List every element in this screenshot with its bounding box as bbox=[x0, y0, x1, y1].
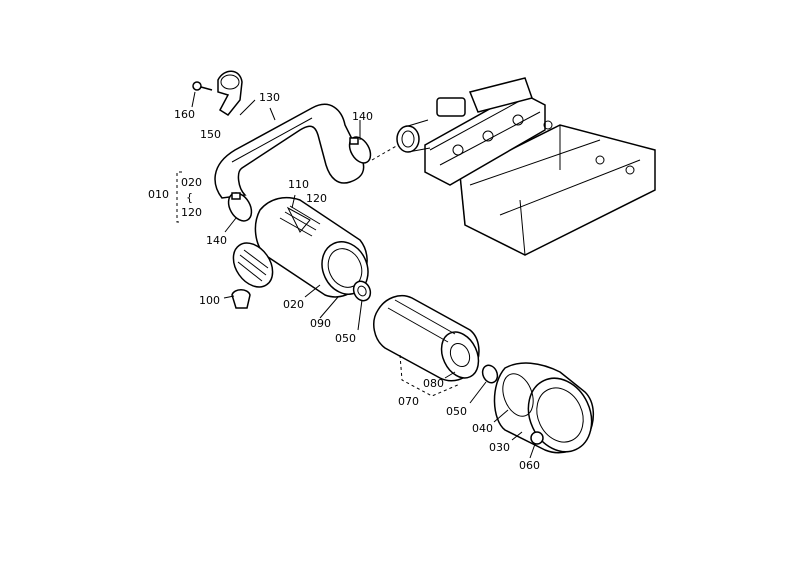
label-120: 120 bbox=[306, 192, 327, 205]
label-150: 150 bbox=[200, 128, 221, 141]
intake-connector bbox=[371, 119, 431, 161]
label-100: 100 bbox=[199, 294, 220, 307]
gasket-upper bbox=[352, 280, 372, 302]
label-080: 080 bbox=[423, 377, 444, 390]
label-040: 040 bbox=[472, 422, 493, 435]
label-070: 070 bbox=[398, 395, 419, 408]
label-020-bracket: 020 bbox=[181, 176, 202, 189]
filter-element bbox=[373, 294, 480, 397]
label-090: 090 bbox=[310, 317, 331, 330]
end-cover bbox=[493, 362, 594, 454]
label-020: 020 bbox=[283, 298, 304, 311]
air-cleaner-housing bbox=[254, 197, 369, 298]
label-160: 160 bbox=[174, 108, 195, 121]
inlet-screen bbox=[232, 242, 274, 288]
label-140-lower: 140 bbox=[206, 234, 227, 247]
group-bracket bbox=[176, 171, 182, 223]
intake-hose bbox=[214, 103, 365, 199]
dust-valve bbox=[231, 289, 251, 309]
bolt bbox=[192, 81, 213, 91]
hose-clamp-upper bbox=[348, 136, 372, 164]
label-050-lower: 050 bbox=[446, 405, 467, 418]
label-030: 030 bbox=[489, 441, 510, 454]
gasket-lower bbox=[481, 364, 499, 384]
label-060: 060 bbox=[519, 459, 540, 472]
label-140-upper: 140 bbox=[352, 110, 373, 123]
engine-block bbox=[424, 77, 656, 256]
label-120-bracket: 120 bbox=[181, 206, 202, 219]
hose-clamp-lower bbox=[227, 192, 253, 222]
label-010: 010 bbox=[148, 188, 169, 201]
label-range-symbol: { bbox=[186, 191, 193, 204]
label-050-upper: 050 bbox=[335, 332, 356, 345]
label-110: 110 bbox=[288, 178, 309, 191]
mounting-bracket bbox=[217, 70, 243, 116]
leader-lines bbox=[191, 91, 536, 459]
label-130: 130 bbox=[259, 91, 280, 104]
